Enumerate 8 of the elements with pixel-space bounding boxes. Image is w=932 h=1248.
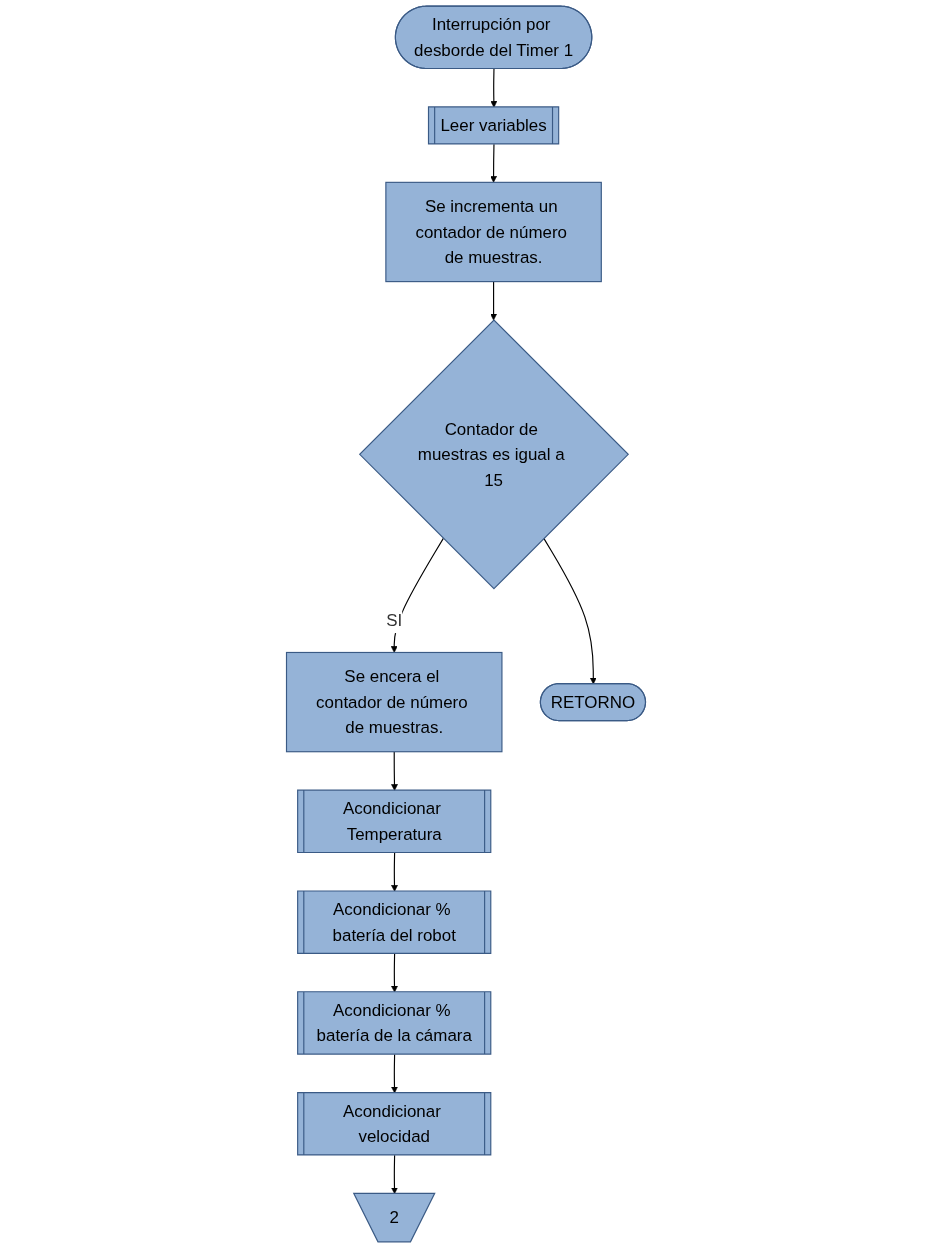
arrow [543, 537, 597, 685]
node-box: Se incrementa un contador de número de muestras. [385, 181, 602, 283]
arrow [490, 143, 497, 183]
edge-label: SI [386, 610, 403, 631]
node-diamond: Contador de muestras es igual a 15 [358, 319, 630, 590]
arrow [490, 281, 497, 321]
node-box: Se encera el contador de número de muestras. [285, 651, 503, 753]
arrow [391, 751, 398, 791]
